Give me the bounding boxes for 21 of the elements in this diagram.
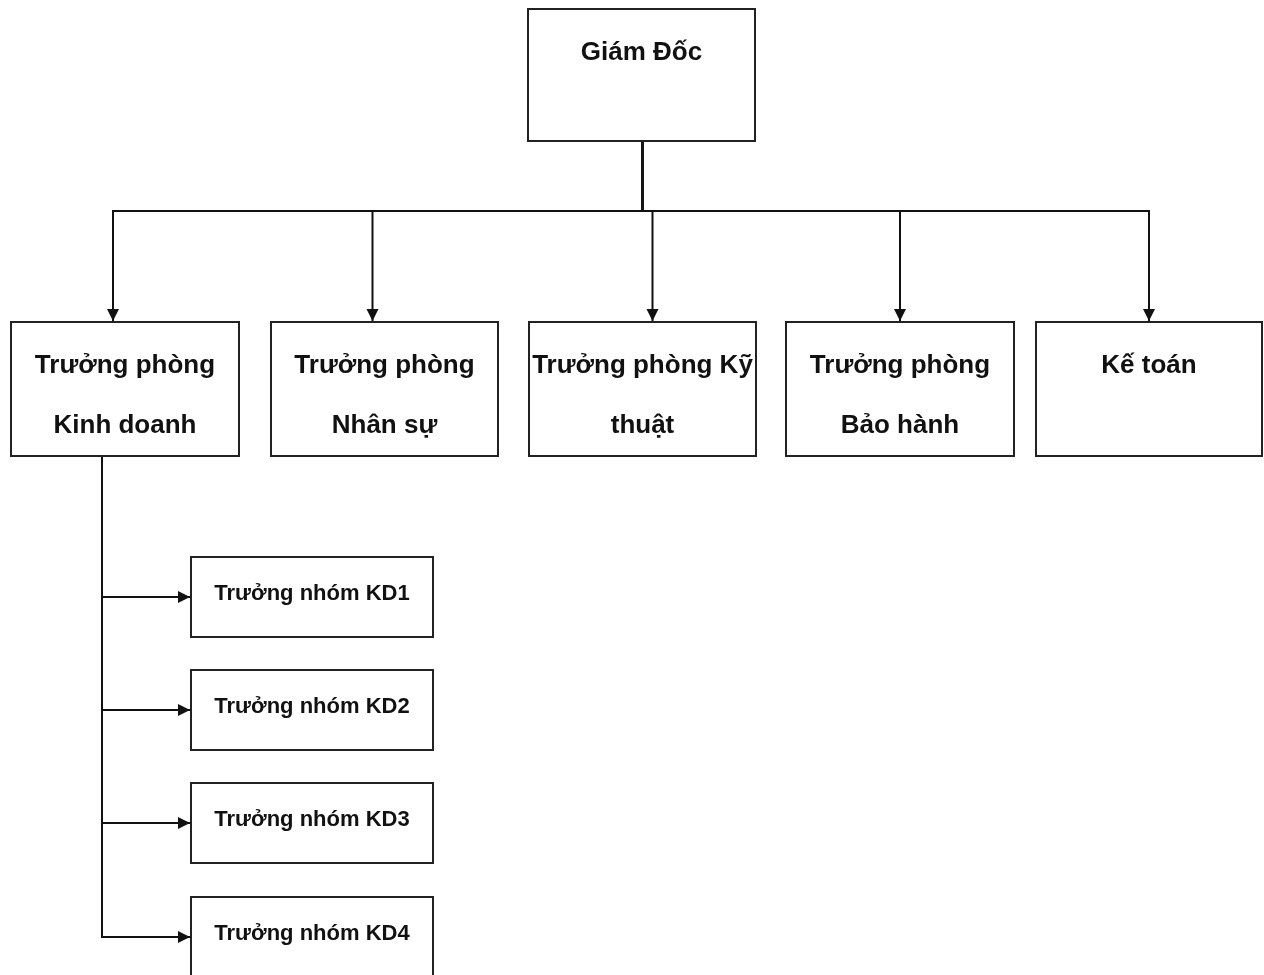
position-title: Trưởng nhóm KD4 [214, 919, 410, 947]
position-title: Trưởng phòng Nhân sự [293, 348, 476, 441]
position-box [190, 896, 434, 975]
position-box [785, 321, 1015, 457]
position-box [190, 782, 434, 864]
position-box [10, 321, 240, 457]
position-box [190, 669, 434, 751]
position-title: Trưởng phòng Kinh doanh [33, 348, 217, 441]
position-title: Trưởng nhóm KD1 [214, 579, 410, 607]
position-box [190, 556, 434, 638]
position-title: Trưởng phòng Kỹ thuật [531, 348, 754, 441]
position-box [528, 321, 757, 457]
position-box [1035, 321, 1263, 457]
position-box [270, 321, 499, 457]
position-title: Trưởng nhóm KD3 [214, 805, 410, 833]
position-title: Trưởng nhóm KD2 [214, 692, 410, 720]
arrow [641, 141, 1155, 322]
position-title: Trưởng phòng Bảo hành [808, 348, 992, 441]
position-title: Kế toán [1101, 348, 1197, 381]
director-box [527, 8, 756, 142]
position-title: Giám Đốc [580, 35, 703, 68]
